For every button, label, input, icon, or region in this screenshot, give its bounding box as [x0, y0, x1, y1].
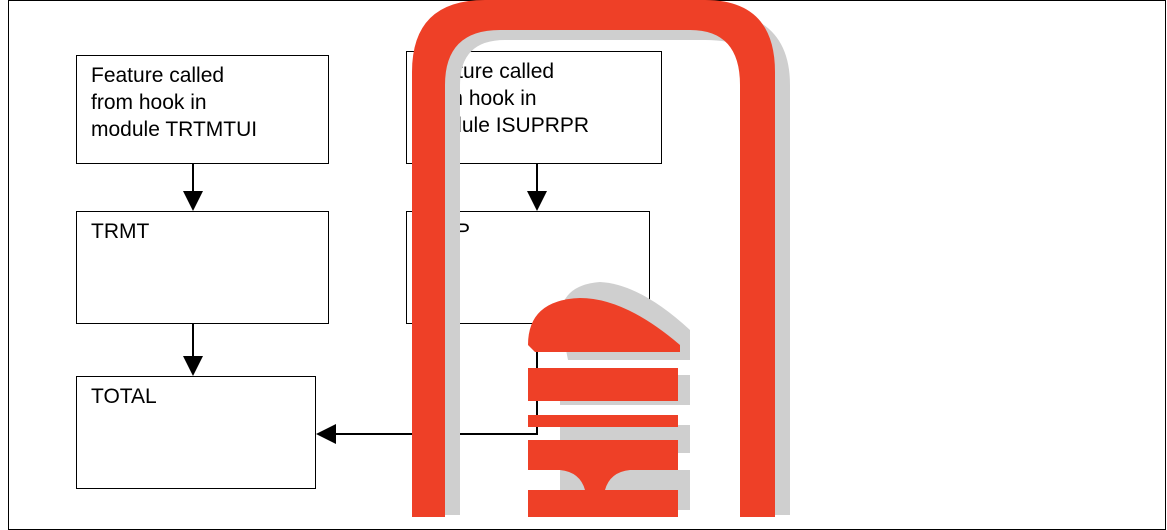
diagram-svg — [0, 0, 1167, 517]
diagram-canvas: Feature called from hook in module TRTMT… — [0, 0, 1167, 517]
overlay-graphic-shadow — [430, 10, 790, 515]
